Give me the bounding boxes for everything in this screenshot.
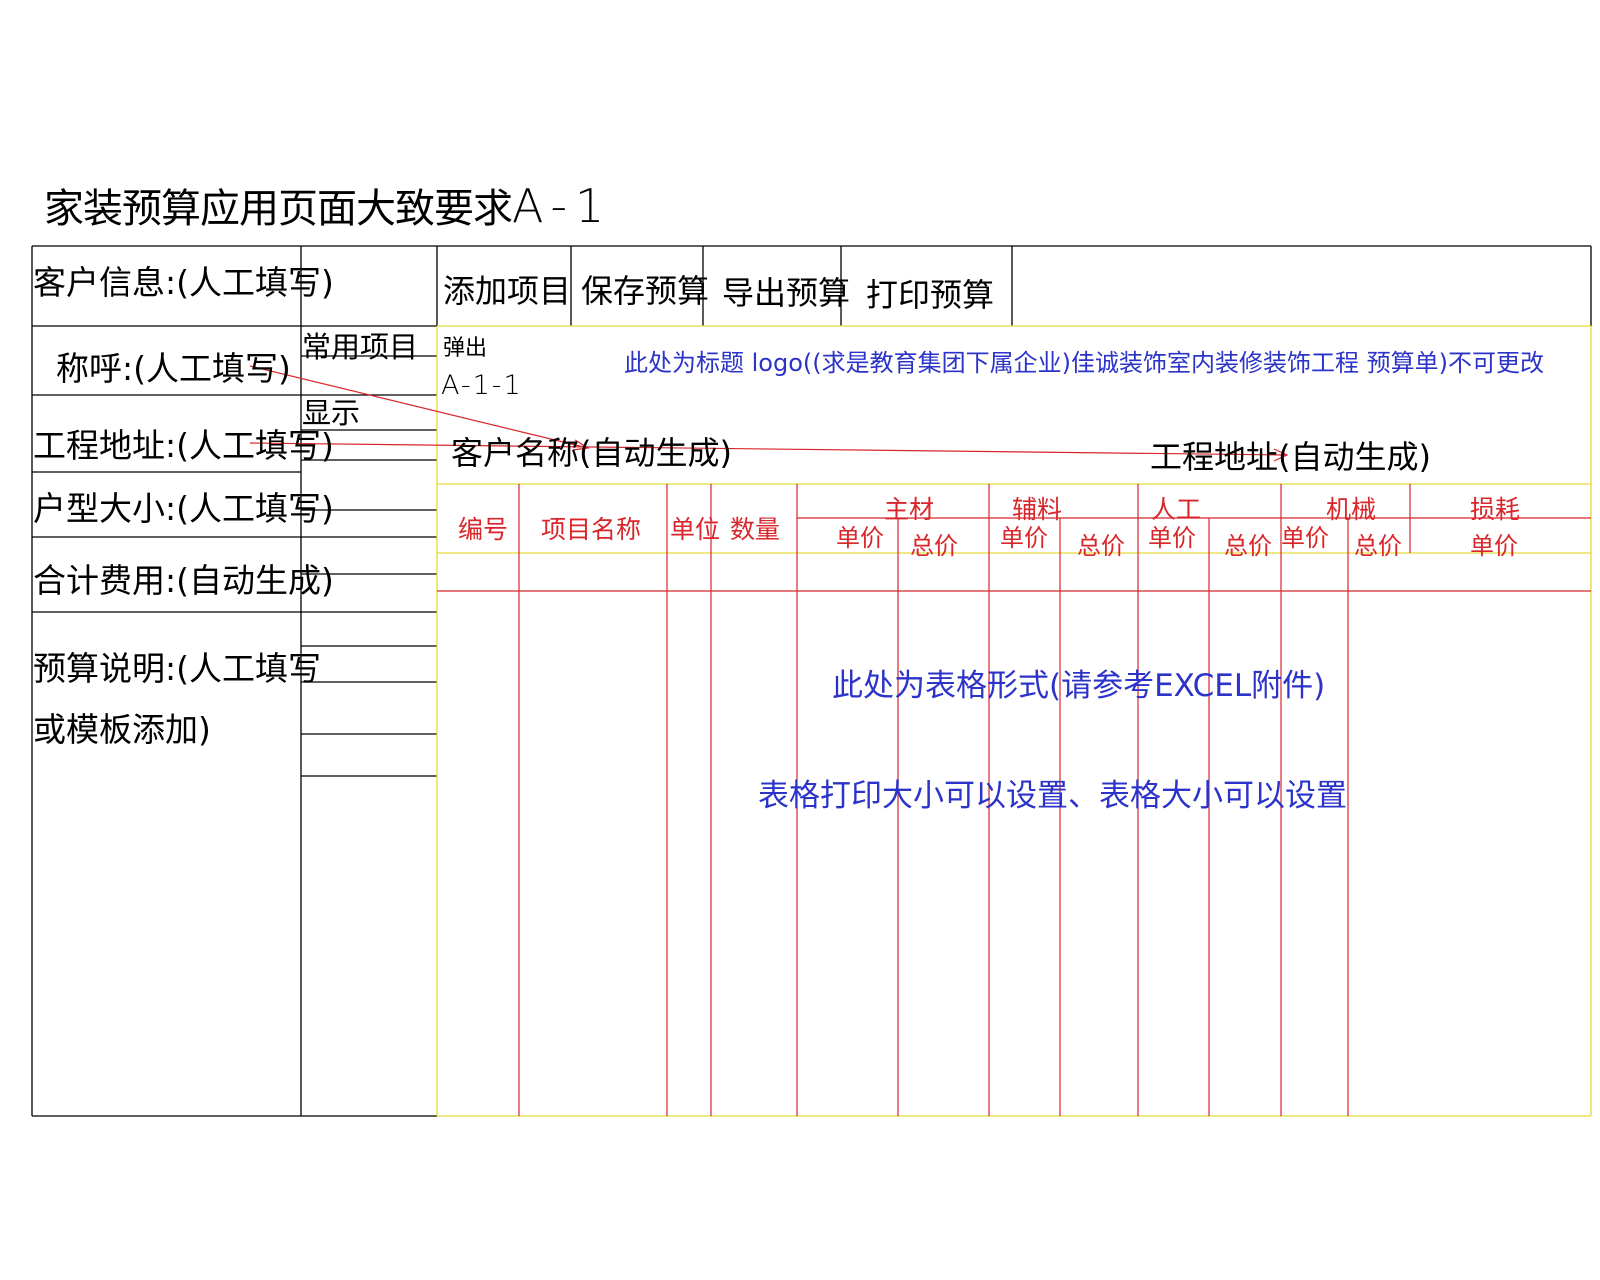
customer-info-label: 客户信息:(人工填写) — [33, 263, 334, 302]
export-budget-button[interactable]: 导出预算 — [722, 274, 851, 312]
display-label: 显示 — [302, 396, 361, 430]
group-machinery: 机械 — [1326, 495, 1377, 524]
aux-total-price: 总价 — [1077, 532, 1125, 560]
header-note: 此处为标题 logo((求是教育集团下属企业)佳诚装饰室内装修装饰工程 预算单)… — [624, 349, 1544, 377]
main-unit-price: 单价 — [836, 524, 884, 552]
group-main-material: 主材 — [884, 495, 935, 524]
add-item-button[interactable]: 添加项目 — [443, 272, 572, 310]
loss-unit-price: 单价 — [1470, 532, 1518, 560]
budget-note-line1[interactable]: 预算说明:(人工填写 — [33, 649, 321, 688]
common-items-label[interactable]: 常用项目 — [302, 330, 419, 364]
print-budget-button[interactable]: 打印预算 — [866, 276, 995, 314]
col-number: 编号 — [458, 515, 509, 544]
machinery-unit-price: 单价 — [1281, 524, 1329, 552]
group-labor: 人工 — [1151, 495, 1202, 524]
col-quantity: 数量 — [730, 515, 781, 544]
project-address-auto: 工程地址(自动生成) — [1150, 438, 1431, 476]
group-auxiliary: 辅料 — [1012, 495, 1063, 524]
col-item-name: 项目名称 — [541, 515, 642, 544]
labor-total-price: 总价 — [1224, 532, 1272, 560]
group-loss: 损耗 — [1470, 495, 1521, 524]
address-field[interactable]: 工程地址:(人工填写) — [33, 426, 334, 465]
popup-code: A-1-1 — [441, 370, 523, 401]
main-total-price: 总价 — [910, 532, 958, 560]
popup-label: 弹出 — [443, 336, 488, 361]
customer-name-auto: 客户名称(自动生成) — [451, 434, 732, 472]
title-text: 家装预算应用页面大致要求 — [44, 186, 513, 232]
save-budget-button[interactable]: 保存预算 — [581, 272, 710, 310]
budget-note-line2: 或模板添加) — [33, 710, 211, 749]
table-format-note: 此处为表格形式(请参考EXCEL附件) — [832, 668, 1326, 704]
salutation-field[interactable]: 称呼:(人工填写) — [56, 349, 291, 388]
total-cost-field: 合计费用:(自动生成) — [33, 561, 334, 600]
house-size-field[interactable]: 户型大小:(人工填写) — [33, 489, 334, 528]
labor-unit-price: 单价 — [1148, 524, 1196, 552]
title-code: A-1 — [512, 179, 613, 233]
page-title: 家装预算应用页面大致要求A-1 — [44, 176, 612, 234]
aux-unit-price: 单价 — [1000, 524, 1048, 552]
print-settings-note: 表格打印大小可以设置、表格大小可以设置 — [758, 778, 1347, 814]
machinery-total-price: 总价 — [1354, 532, 1402, 560]
col-unit: 单位 — [670, 515, 721, 544]
